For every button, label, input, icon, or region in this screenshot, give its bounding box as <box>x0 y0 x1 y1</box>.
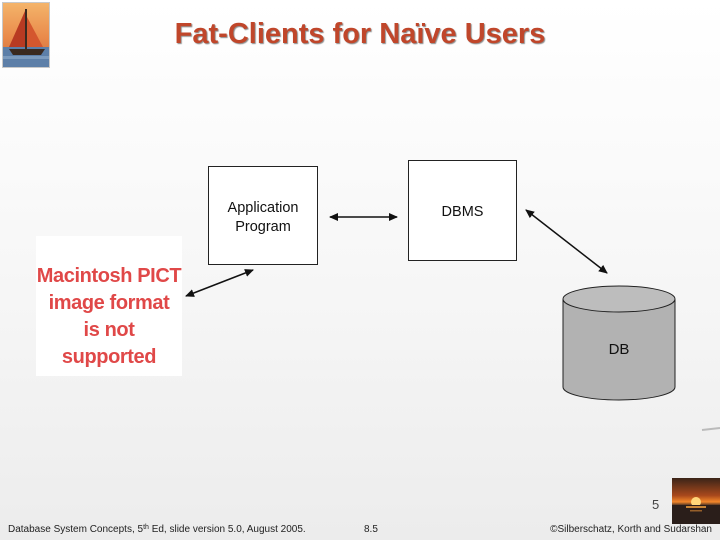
sailboat-logo-icon <box>2 2 50 68</box>
page-number: 5 <box>652 497 660 512</box>
footer-slide-number: 8.5 <box>364 524 378 535</box>
footer-left-text: Database System Concepts, 5 <box>8 524 144 535</box>
footer-copyright: ©Silberschatz, Korth and Sudarshan <box>550 524 712 535</box>
application-program-box: Application Program <box>208 166 318 265</box>
pict-line3: is not supported <box>61 319 157 368</box>
db-label: DB <box>608 341 630 358</box>
footer-superscript: th <box>143 524 149 531</box>
db-cylinder <box>562 285 676 401</box>
pict-line2: image format <box>48 292 170 314</box>
slide-title: Fat-Clients for Naïve Users <box>174 18 546 50</box>
pict-line1: Macintosh PICT <box>36 265 182 287</box>
footer-left: Database System Concepts, 5th Ed, slide … <box>8 524 306 535</box>
unsupported-image-placeholder: Macintosh PICT image format is not suppo… <box>36 236 182 376</box>
app-box-line2: Program <box>235 219 291 235</box>
arrow-dbms-db <box>525 209 608 274</box>
sunset-icon <box>672 478 720 524</box>
footer-left-text-end: Ed, slide version 5.0, August 2005. <box>148 524 306 535</box>
app-box-line1: Application <box>227 200 299 216</box>
arrow-client-app <box>185 269 254 297</box>
dbms-label: DBMS <box>441 204 484 220</box>
dbms-box: DBMS <box>408 160 517 261</box>
